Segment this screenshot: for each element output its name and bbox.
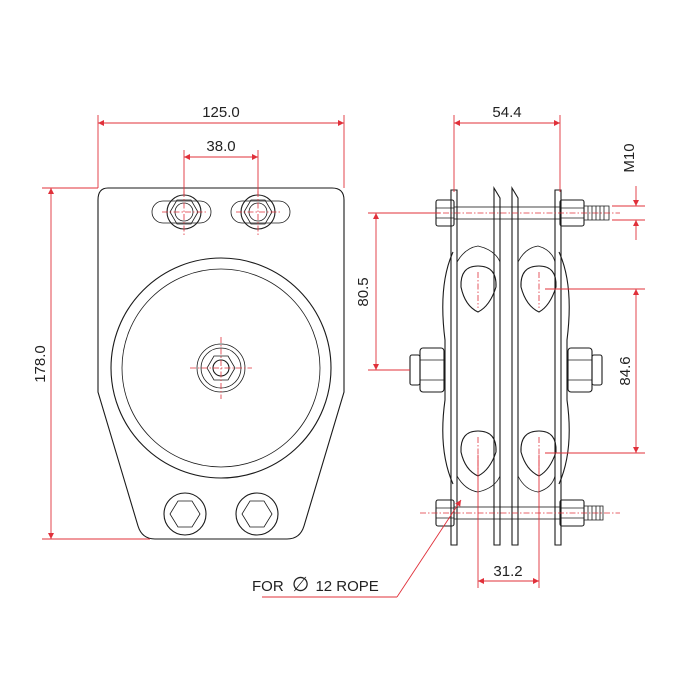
top-slot-left <box>151 200 212 224</box>
dim-groove-spacing: 31.2 <box>477 455 540 588</box>
dim-bolt-spacing: 38.0 <box>183 138 259 195</box>
rope-note-suffix: 12 ROPE <box>315 578 378 595</box>
front-plate-outline <box>97 187 345 540</box>
side-axle <box>409 347 603 393</box>
top-bolt-left <box>162 191 208 236</box>
top-bolt-right <box>236 191 282 236</box>
dim-bolt-spacing-label: 38.0 <box>206 138 235 155</box>
side-plates <box>450 186 562 546</box>
rope-note: FOR ∅ 12 ROPE <box>252 499 462 598</box>
dim-overall-width-label: 125.0 <box>202 104 240 121</box>
rope-note-text: FOR ∅ 12 ROPE <box>252 574 379 596</box>
dim-thread: M10 <box>612 143 645 240</box>
bottom-bolt-left <box>163 492 207 536</box>
dim-thread-label: M10 <box>621 143 638 172</box>
diameter-symbol: ∅ <box>292 574 309 596</box>
dim-sheave-centers-label: 84.6 <box>617 356 634 385</box>
dim-overall-width: 125.0 <box>97 104 345 188</box>
sheave-front <box>110 257 332 479</box>
dim-upper-offset: 80.5 <box>355 212 440 371</box>
dim-sheave-centers: 84.6 <box>545 288 645 454</box>
bottom-bolt-right <box>235 492 279 536</box>
dim-upper-offset-label: 80.5 <box>355 277 372 306</box>
dim-side-width: 54.4 <box>453 104 561 192</box>
top-slot-right <box>230 200 291 224</box>
dim-overall-height: 178.0 <box>32 187 150 540</box>
rope-note-prefix: FOR <box>252 578 284 595</box>
side-view <box>409 186 620 546</box>
side-sheaves <box>442 245 570 493</box>
dim-groove-spacing-label: 31.2 <box>493 563 522 580</box>
dim-overall-height-label: 178.0 <box>32 345 49 383</box>
front-view <box>97 187 345 540</box>
dim-side-width-label: 54.4 <box>492 104 521 121</box>
